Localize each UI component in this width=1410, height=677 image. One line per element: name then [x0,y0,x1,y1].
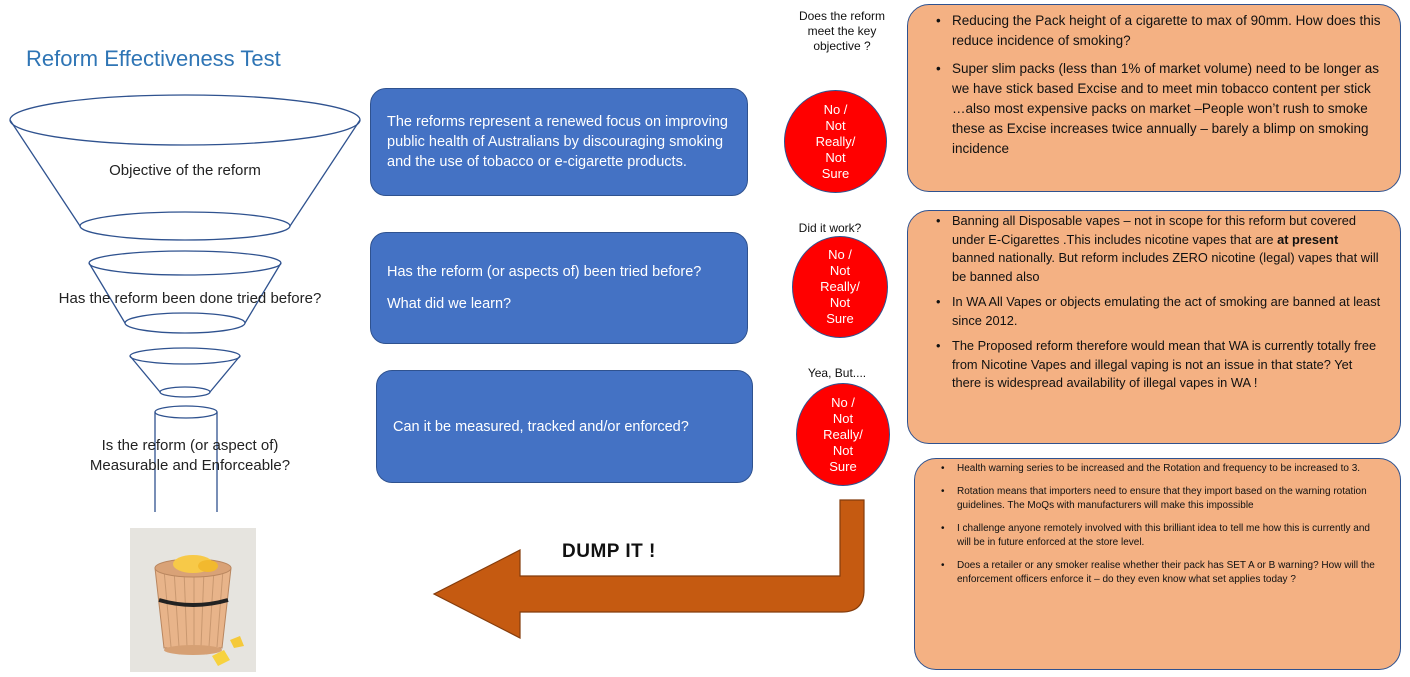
tried-before-box: Has the reform (or aspects of) been trie… [370,232,748,344]
measurable-comment-2: Rotation means that importers need to en… [941,485,1382,514]
circle1-line3: Really/ [815,133,856,149]
tried-before-comment-3: The Proposed reform therefore would mean… [936,337,1384,393]
circle2-line4: Not [829,295,851,310]
circle1-line2: Not [825,117,846,133]
diagram-title: Reform Effectiveness Test [26,46,281,71]
tried-before-comment-1-bold: at present [1277,231,1339,247]
funnel-stage3-left [129,355,161,393]
tried-before-line2: What did we learn? [387,296,512,312]
funnel-stage1-right [289,119,361,227]
funnel-stage3-label: Is the reform (or aspect of) Measurable … [40,436,340,476]
funnel-stage3-right [209,355,241,393]
objective-comment-2: Super slim packs (less than 1% of market… [936,59,1384,159]
measurable-comments-box: Health warning series to be increased an… [914,458,1401,670]
circle2-line2: Not [829,263,851,278]
circle3-line5: Sure [829,458,857,474]
circle3-line1: No / [831,394,855,410]
tried-before-comments-box: Banning all Disposable vapes – not in sc… [907,210,1401,444]
circle3-line4: Not [832,442,854,458]
circle2-line5: Sure [826,311,854,326]
circle2-line3: Really/ [820,279,860,294]
tried-before-comment-1: Banning all Disposable vapes – not in sc… [936,212,1384,286]
measurable-box: Can it be measured, tracked and/or enfor… [376,370,753,483]
dump-arrow [432,499,865,639]
funnel-spout-top [154,405,218,419]
circle3-line2: Not [832,410,854,426]
funnel-stage3-line2: Measurable and Enforceable? [89,457,291,474]
circle1-line1: No / [823,101,848,117]
question-yea-but: Yea, But.... [807,366,867,380]
objective-comment-1: Reducing the Pack height of a cigarette … [936,11,1384,51]
funnel-stage2-label: Has the reform been done tried before? [58,290,322,307]
objective-box-text: The reforms represent a renewed focus on… [387,114,728,170]
funnel-stage2-top [88,250,282,276]
question-did-it-work: Did it work? [798,221,862,235]
circle3-line3: Really/ [823,426,863,442]
measurable-comment-3: I challenge anyone remotely involved wit… [941,522,1382,551]
funnel-stage3-top [129,347,241,365]
funnel-stage1-bottom [79,211,291,241]
funnel-stage2-right [244,262,282,324]
circle2-line1: No / [828,247,852,262]
measurable-comment-1: Health warning series to be increased an… [941,462,1382,477]
waste-bin-icon [130,528,256,672]
tried-before-comments-list: Banning all Disposable vapes – not in sc… [932,212,1384,393]
answer-circle-2: No / Not Really/ Not Sure [792,236,888,338]
measurable-comment-4: Does a retailer or any smoker realise wh… [941,559,1382,588]
funnel-stage3-line1: Is the reform (or aspect of) [101,437,279,454]
circle1-line4: Not [825,149,846,165]
objective-comments-list: Reducing the Pack height of a cigarette … [932,11,1384,159]
tried-before-comment-2: In WA All Vapes or objects emulating the… [936,293,1384,330]
dump-arrow-shape [432,499,865,639]
waste-bin-image [130,528,256,672]
question-objective: Does the reform meet the key objective ? [798,9,886,53]
tried-before-comment-1b: banned nationally. But reform includes Z… [952,250,1379,284]
funnel-stage2-bottom [124,312,246,334]
funnel-stage2-left [88,262,126,324]
answer-circle-1: No / Not Really/ Not Sure [784,90,887,193]
tried-before-line1: Has the reform (or aspects of) been trie… [387,264,702,280]
objective-box: The reforms represent a renewed focus on… [370,88,748,196]
funnel-graphic [9,94,361,512]
objective-comments-box: Reducing the Pack height of a cigarette … [907,4,1401,192]
funnel-stage1-left [9,119,81,227]
circle1-line5: Sure [821,165,850,181]
dump-it-label: DUMP IT ! [562,541,656,562]
funnel-stage1-top [9,94,361,146]
measurable-comments-list: Health warning series to be increased an… [937,462,1382,588]
answer-circle-3: No / Not Really/ Not Sure [796,383,890,486]
measurable-box-text: Can it be measured, tracked and/or enfor… [393,418,689,435]
tried-before-comment-1a: Banning all Disposable vapes – not in sc… [952,213,1357,247]
funnel-stage3-bottom [159,386,211,398]
funnel-stage1-label: Objective of the reform [109,162,261,179]
